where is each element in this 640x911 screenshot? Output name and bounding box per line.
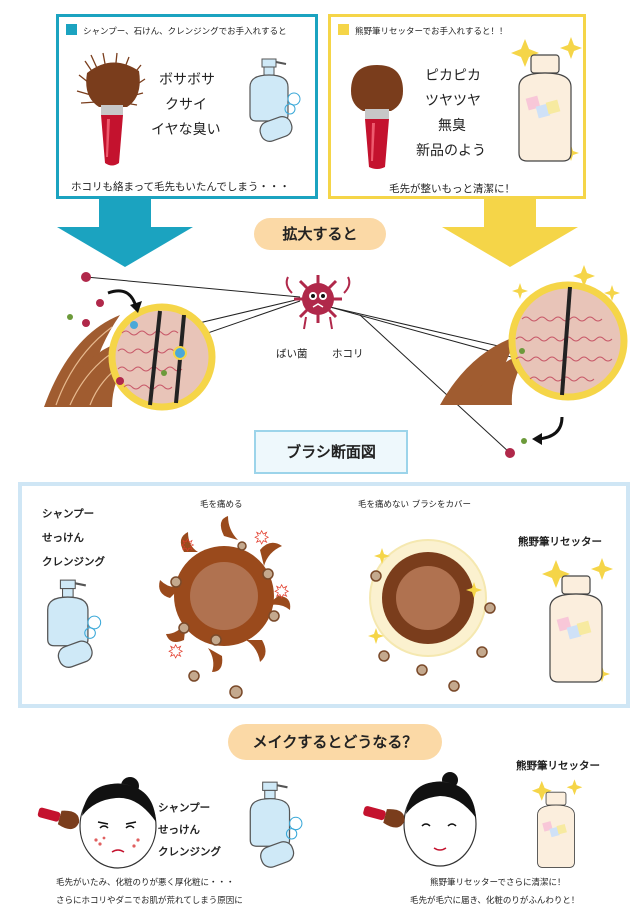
bacteria-label: ばい菌 xyxy=(276,348,308,360)
panel-footer: 毛先が整いもっと清潔に！ xyxy=(389,183,515,195)
damaged-cross-section xyxy=(159,516,291,699)
shampoo-bottle-icon xyxy=(47,579,102,668)
product-name-2: せっけん xyxy=(158,824,200,836)
zoom-pill: 拡大すると xyxy=(254,218,386,250)
teal-down-arrow xyxy=(57,199,193,267)
state-line-1: ボサボサ xyxy=(159,72,215,88)
happy-face-icon xyxy=(363,772,477,867)
state-line-3: イヤな臭い xyxy=(151,122,221,138)
resetter-bottle-icon xyxy=(542,558,613,683)
resetter-label: 熊野筆リセッター xyxy=(518,536,602,548)
product-name-2: せっけん xyxy=(42,532,84,544)
panel-header: 熊野筆リセッターでお手入れすると！！ xyxy=(355,27,508,37)
cross-section-panel: シャンプー せっけん クレンジング 毛を痛める xyxy=(18,482,630,708)
teal-square-icon xyxy=(66,24,77,35)
yellow-down-arrow xyxy=(442,199,578,267)
shampoo-bottle-icon xyxy=(249,781,303,868)
makeup-pill: メイクするとどうなる？ xyxy=(228,724,442,760)
product-name-1: シャンプー xyxy=(158,802,211,814)
dust-label: ホコリ xyxy=(332,348,364,360)
covered-cross-section xyxy=(368,539,496,692)
state-line-2: クサイ xyxy=(165,97,207,113)
product-name-3: クレンジング xyxy=(158,846,221,858)
resetter-bottle-icon xyxy=(511,37,582,162)
damaged-label: 毛を痛める xyxy=(200,500,243,510)
resetter-bottle-icon xyxy=(531,779,583,869)
state-line-1: ピカピカ xyxy=(425,68,481,84)
product-name-1: シャンプー xyxy=(42,508,95,520)
caption-line-1: 熊野筆リセッターでさらに清潔に！ xyxy=(430,878,566,888)
clean-brush-icon xyxy=(351,65,403,169)
unhappy-face-icon xyxy=(37,777,157,869)
zoom-illustration xyxy=(44,265,628,458)
shampoo-bottle-icon xyxy=(249,58,301,142)
resetter-care-panel: 熊野筆リセッターでお手入れすると！！ ピカピカ ツヤツヤ 無臭 新品のよう 毛先… xyxy=(328,14,586,199)
product-name-3: クレンジング xyxy=(42,556,105,568)
resetter-label: 熊野筆リセッター xyxy=(516,760,600,772)
panel-footer: ホコリも絡まって毛先もいたんでしまう・・・ xyxy=(71,181,290,193)
shampoo-care-panel: シャンプー、石けん、クレンジングでお手入れすると ボサボサ クサイ イヤな臭い … xyxy=(56,14,318,199)
cross-section-title: ブラシ断面図 xyxy=(254,430,408,474)
state-line-3: 無臭 xyxy=(438,118,466,134)
caption-line-1: 毛先がいたみ、化粧のりが悪く厚化粧に・・・ xyxy=(56,878,235,888)
panel-header: シャンプー、石けん、クレンジングでお手入れすると xyxy=(83,27,287,37)
covered-label: 毛を痛めない ブラシをカバー xyxy=(358,500,472,510)
state-line-4: 新品のよう xyxy=(416,143,486,159)
yellow-square-icon xyxy=(338,24,349,35)
caption-line-2: 毛先が毛穴に届き、化粧のりがふんわりと！ xyxy=(410,896,580,906)
caption-line-2: さらにホコリやダニでお肌が荒れてしまう原因に xyxy=(56,896,243,906)
damaged-brush-icon xyxy=(76,52,146,166)
state-line-2: ツヤツヤ xyxy=(425,93,481,109)
